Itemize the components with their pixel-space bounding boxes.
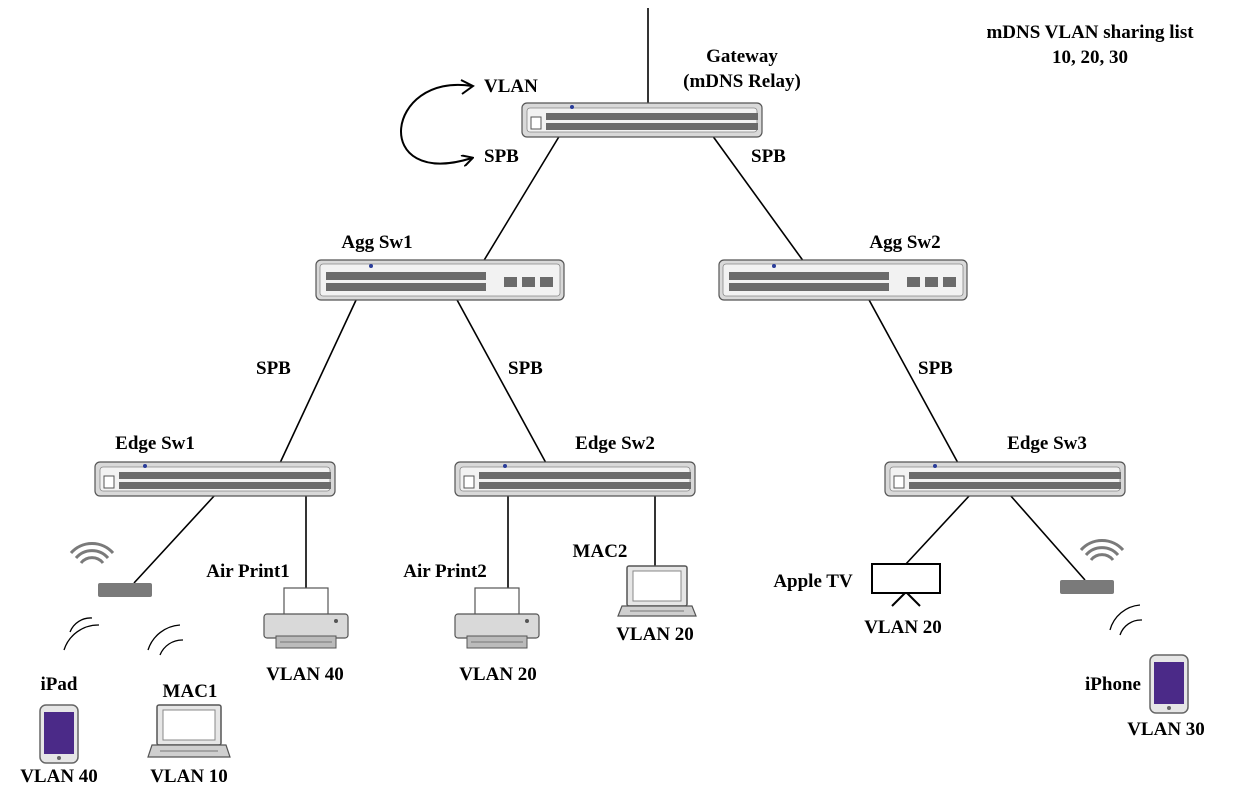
link-label-gateway-agg2: SPB [751,146,786,167]
agg-switch-1 [316,260,564,300]
edge-switch-1-label: Edge Sw1 [115,433,195,454]
airprint1-vlan: VLAN 40 [266,664,344,685]
mac1-name: MAC1 [163,681,218,702]
agg-switch-2-label: Agg Sw2 [869,232,940,253]
loop-arrow-top-head [461,80,473,94]
mac2-name: MAC2 [573,541,628,562]
wifi-icon [71,544,113,563]
link-label-agg2-edge3: SPB [918,358,953,379]
edge-switch-2 [455,462,695,496]
appletv-vlan: VLAN 20 [864,617,942,638]
laptop-icon-mac1 [148,705,230,757]
loop-label-spb: SPB [484,146,519,167]
access-point-2 [1060,541,1123,594]
tablet-icon-ipad [40,705,78,763]
link-agg1-edge1 [280,298,357,463]
gateway-label-line2: (mDNS Relay) [683,71,801,92]
gateway-label-line1: Gateway [706,46,778,67]
agg-switch-2 [719,260,967,300]
edge-switch-2-label: Edge Sw2 [575,433,655,454]
airprint1-name: Air Print1 [206,561,290,582]
gateway-switch [522,103,762,137]
sharing-list-line1: mDNS VLAN sharing list [986,22,1194,43]
link-edge3-ap2 [1010,495,1085,580]
link-label-agg1-edge1: SPB [256,358,291,379]
printer-icon-airprint2 [455,588,539,648]
wireless-signal-icons [64,605,1142,655]
mac2-vlan: VLAN 20 [616,624,694,645]
airprint2-vlan: VLAN 20 [459,664,537,685]
airprint2-name: Air Print2 [403,561,487,582]
loop-label-vlan: VLAN [484,76,538,97]
printer-icon-airprint1 [264,588,348,648]
edge-switch-1 [95,462,335,496]
tv-icon-appletv [872,564,940,606]
laptop-icon-mac2 [618,566,696,616]
loop-arrow-icon [401,85,472,164]
link-edge3-appletv [905,495,970,565]
ipad-name: iPad [41,674,78,695]
agg-switch-1-label: Agg Sw1 [341,232,412,253]
edge-switch-3 [885,462,1125,496]
appletv-name: Apple TV [773,571,853,592]
access-point-icon [98,583,152,597]
link-label-agg1-edge2: SPB [508,358,543,379]
link-agg1-edge2 [456,298,546,463]
sharing-list-line2: 10, 20, 30 [1052,47,1128,68]
mac1-vlan: VLAN 10 [150,766,228,787]
access-point-icon [1060,580,1114,594]
wifi-icon [1081,541,1123,560]
access-point-1 [71,544,152,597]
edge-switch-3-label: Edge Sw3 [1007,433,1087,454]
ipad-vlan: VLAN 40 [20,766,98,787]
iphone-vlan: VLAN 30 [1127,719,1205,740]
phone-icon-iphone [1150,655,1188,713]
iphone-name: iPhone [1085,674,1141,695]
link-edge1-ap1 [134,495,215,583]
vlan-spb-loop [401,80,473,164]
link-agg2-edge3 [868,298,958,463]
